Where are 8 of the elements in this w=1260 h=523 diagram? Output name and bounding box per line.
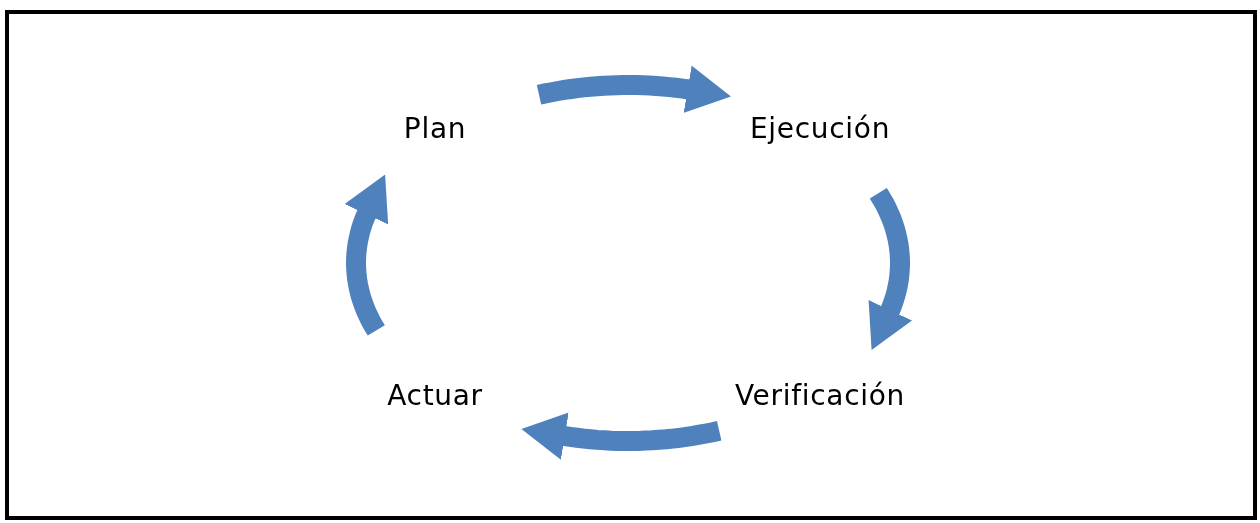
- stage-label: Plan: [403, 110, 467, 146]
- stage-label: Verificación: [734, 377, 906, 413]
- curved-arrow: [521, 412, 723, 460]
- stage-label: Actuar: [387, 377, 483, 413]
- curved-arrow: [535, 65, 731, 113]
- curved-arrow: [868, 188, 912, 351]
- stage-label: Ejecución: [749, 110, 891, 146]
- curved-arrow: [344, 174, 389, 336]
